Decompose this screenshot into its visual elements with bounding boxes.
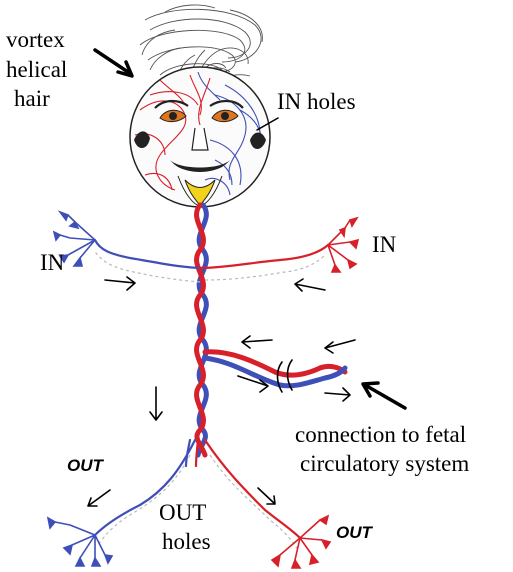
face-icon <box>130 67 270 208</box>
connection-label-line2: circulatory system <box>300 451 469 476</box>
out-holes-label-line2: holes <box>162 529 211 554</box>
left-in-branch <box>54 212 205 282</box>
right-in-branch <box>200 218 358 280</box>
out-holes-label-line1: OUT <box>159 500 206 525</box>
vessel-tip-icon <box>272 516 330 568</box>
in-right-label: IN <box>372 232 397 257</box>
fetal-connection-branch <box>205 352 345 392</box>
out-right-label: OUT <box>336 523 374 542</box>
vessel-tip-icon <box>48 518 112 566</box>
vessel-tip-icon <box>328 218 358 272</box>
vortex-label-line3: hair <box>14 86 50 111</box>
vortex-label-line2: helical <box>6 57 67 82</box>
in-holes-label: IN holes <box>277 89 356 114</box>
vortex-label-line1: vortex <box>6 27 65 52</box>
helical-trunk <box>197 205 207 455</box>
in-left-label: IN <box>40 250 65 275</box>
connection-label-line1: connection to fetal <box>295 422 466 447</box>
out-left-label: OUT <box>67 456 105 475</box>
